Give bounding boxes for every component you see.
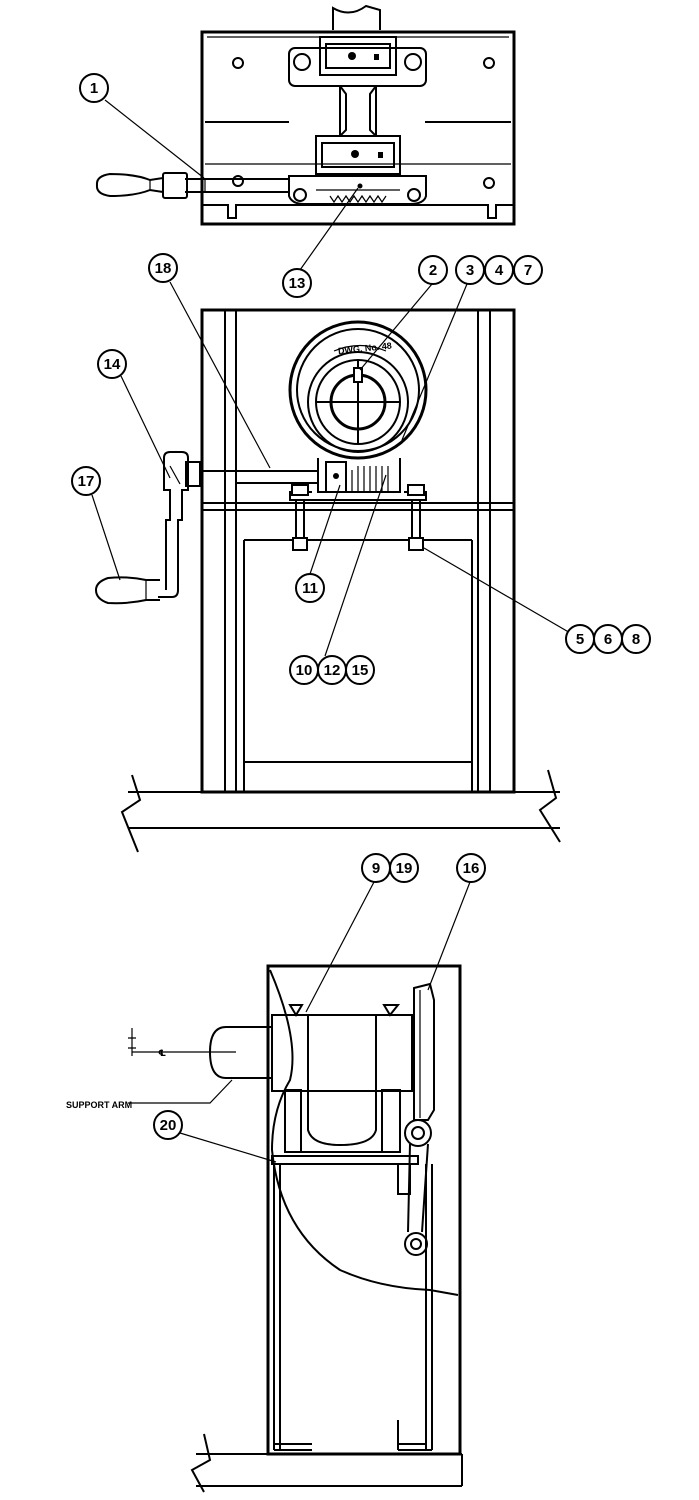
callout-11-label: 11 (302, 580, 318, 597)
callout-2: 2 (418, 255, 448, 285)
callout-10: 10 (289, 655, 319, 685)
callout-7-label: 7 (524, 262, 532, 279)
callout-18-label: 18 (155, 260, 172, 277)
callout-15: 15 (345, 655, 375, 685)
svg-text:℄: ℄ (158, 1048, 166, 1058)
callout-7: 7 (513, 255, 543, 285)
callout-3: 3 (455, 255, 485, 285)
callout-9: 9 (361, 853, 391, 883)
callout-17-label: 17 (78, 473, 95, 490)
callout-14-label: 14 (104, 356, 121, 373)
callout-1: 1 (79, 73, 109, 103)
callout-18: 18 (148, 253, 178, 283)
side-view: ℄ (128, 964, 463, 1493)
callout-4-label: 4 (495, 262, 504, 279)
callout-13-label: 13 (289, 275, 306, 292)
callout-12-label: 12 (324, 662, 341, 679)
callout-1-label: 1 (90, 80, 98, 97)
leader-lines (91, 99, 573, 1163)
callout-19-label: 19 (396, 860, 413, 877)
callout-5: 5 (565, 624, 595, 654)
callout-10-label: 10 (296, 662, 313, 679)
top-view (95, 4, 516, 226)
callout-13: 13 (282, 268, 312, 298)
callout-4: 4 (484, 255, 514, 285)
callout-6: 6 (593, 624, 623, 654)
callout-17: 17 (71, 466, 101, 496)
callout-20-label: 20 (160, 1117, 177, 1134)
callout-20: 20 (153, 1110, 183, 1140)
callout-11: 11 (295, 573, 325, 603)
callout-16: 16 (456, 853, 486, 883)
callout-2-label: 2 (429, 262, 437, 279)
callout-3-label: 3 (466, 262, 474, 279)
callout-5-label: 5 (576, 631, 584, 648)
callout-14: 14 (97, 349, 127, 379)
front-view: DWG. No. 48 (94, 308, 561, 853)
callout-19: 19 (389, 853, 419, 883)
callout-15-label: 15 (352, 662, 369, 679)
callout-8-label: 8 (632, 631, 640, 648)
callout-9-label: 9 (372, 860, 380, 877)
svg-text:DWG. No. 48: DWG. No. 48 (337, 340, 392, 356)
callout-6-label: 6 (604, 631, 612, 648)
callout-16-label: 16 (463, 860, 480, 877)
support-arm-label: SUPPORT ARM (66, 1100, 132, 1110)
callout-12: 12 (317, 655, 347, 685)
callout-8: 8 (621, 624, 651, 654)
